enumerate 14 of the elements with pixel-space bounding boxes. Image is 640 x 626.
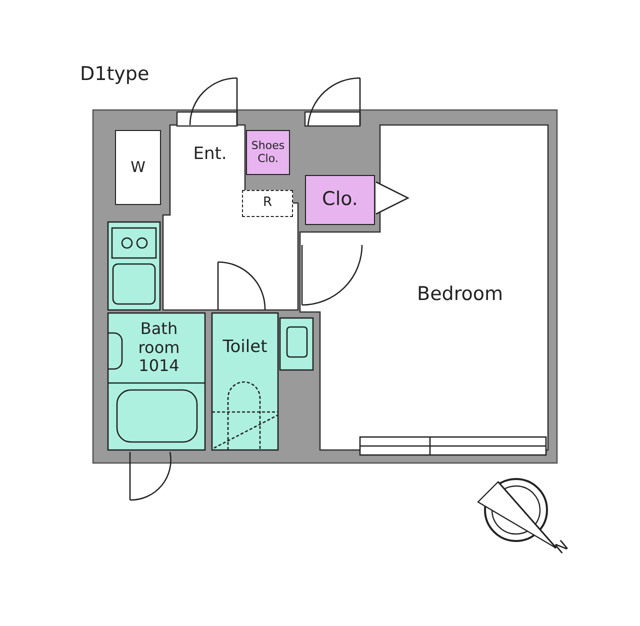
room-label: Clo. (322, 189, 358, 211)
plan-title: D1type (80, 63, 150, 85)
room-label: Shoes Clo. (250, 140, 286, 166)
washer-space (115, 130, 161, 205)
room-label: Ent. (193, 145, 227, 165)
closet (305, 175, 375, 225)
room-label: Toilet (222, 338, 268, 358)
hatch-box (242, 190, 293, 217)
room-label: Bedroom (417, 284, 503, 306)
shoe-closet (246, 130, 290, 175)
room-label: W (130, 158, 146, 176)
room-label: R (262, 196, 272, 211)
room-label: Bath room 1014 (137, 320, 181, 376)
north-label: N (552, 536, 572, 558)
